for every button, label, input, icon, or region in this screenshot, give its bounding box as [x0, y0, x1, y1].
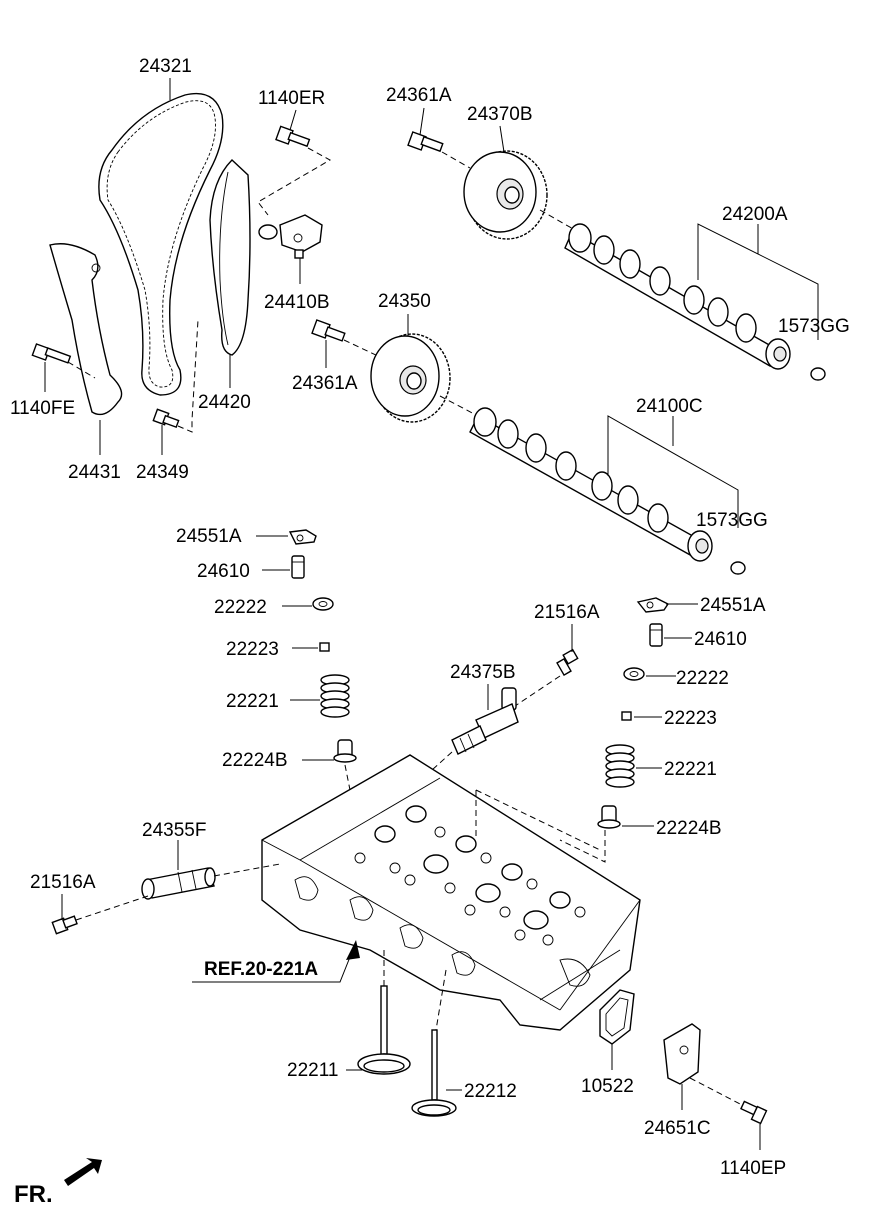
lash-adjuster-24610-left — [291, 555, 305, 579]
ref-label: REF.20-221A — [204, 959, 318, 980]
tensioner-24410B — [258, 214, 323, 259]
bolt-24361A-mid — [311, 319, 346, 342]
gasket-10522 — [599, 989, 635, 1045]
bolt-1140EP — [740, 1100, 768, 1125]
cylinder-head — [261, 754, 641, 1031]
retainer-22222-right — [623, 667, 645, 681]
label-22223-left: 22223 — [226, 639, 279, 660]
label-10522: 10522 — [581, 1076, 634, 1097]
label-24420: 24420 — [198, 392, 251, 413]
label-24431: 24431 — [68, 462, 121, 483]
cover-24651C — [663, 1023, 701, 1085]
oil-control-valve-24355F — [141, 867, 216, 900]
label-24370B: 24370B — [467, 104, 533, 125]
label-1140ER: 1140ER — [258, 88, 325, 109]
label-24610-right: 24610 — [694, 629, 747, 650]
ref-leader — [192, 951, 353, 983]
tensioner-arm-24431 — [49, 243, 123, 416]
lash-adjuster-24610-right — [649, 623, 663, 647]
bolt-24361A-top — [407, 131, 444, 153]
label-24651C: 24651C — [644, 1118, 711, 1139]
label-24350: 24350 — [378, 291, 431, 312]
leader — [439, 395, 479, 417]
leader — [419, 107, 425, 136]
valve-spring-22221-right — [605, 744, 635, 788]
label-22222-left: 22222 — [214, 597, 267, 618]
label-24375B: 24375B — [450, 662, 516, 683]
leader — [475, 789, 601, 851]
label-24361A-mid: 24361A — [292, 373, 358, 394]
label-24200A: 24200A — [722, 204, 788, 225]
intake-valve-22211 — [357, 985, 411, 1075]
label-22222-right: 22222 — [676, 668, 729, 689]
cotter-22223-right — [621, 711, 632, 721]
label-22221-right: 22221 — [664, 759, 717, 780]
valve-seal-22224B-right — [597, 805, 621, 829]
label-21516A-right: 21516A — [534, 602, 600, 623]
label-24355F: 24355F — [142, 820, 206, 841]
rocker-24551A-right — [636, 597, 670, 613]
bolt-1140FE — [31, 343, 72, 364]
label-24321: 24321 — [139, 56, 192, 77]
leader — [559, 830, 606, 863]
leader — [75, 895, 149, 921]
leader — [177, 319, 199, 433]
label-22211: 22211 — [287, 1060, 338, 1081]
label-22224B-left: 22224B — [222, 750, 288, 771]
camshaft-24200A — [564, 223, 791, 370]
leader — [607, 415, 739, 528]
bolt-21516A-right — [556, 648, 579, 677]
plug-1573GG-top — [810, 367, 826, 381]
front-arrow-icon — [64, 1158, 102, 1186]
leader — [499, 125, 505, 153]
bolt-21516A-left — [51, 915, 78, 935]
valve-spring-22221-left — [320, 674, 350, 718]
front-direction-label: FR. — [14, 1181, 53, 1208]
label-1140FE: 1140FE — [10, 398, 75, 419]
label-24349: 24349 — [136, 462, 189, 483]
valve-seal-22224B-left — [333, 739, 357, 763]
label-22221-left: 22221 — [226, 691, 279, 712]
leader — [431, 751, 453, 771]
sprocket-24350 — [370, 333, 451, 423]
cotter-22223-left — [319, 642, 330, 652]
camshaft-24100C — [469, 407, 713, 562]
exhaust-valve-22212 — [411, 1029, 457, 1117]
leader — [257, 147, 332, 216]
label-24551A-right: 24551A — [700, 595, 766, 616]
leader — [67, 361, 96, 379]
label-24551A-left: 24551A — [176, 526, 242, 547]
label-24410B: 24410B — [264, 292, 330, 313]
bolt-24349 — [152, 408, 180, 429]
bolt-1140ER — [275, 125, 311, 148]
label-22223-right: 22223 — [664, 708, 717, 729]
label-24610-left: 24610 — [197, 561, 250, 582]
oil-control-valve-24375B — [451, 687, 519, 755]
chain-guide-24420 — [209, 159, 251, 356]
label-24100C: 24100C — [636, 396, 703, 417]
leader — [213, 863, 281, 877]
leader — [511, 675, 561, 709]
label-22212: 22212 — [464, 1081, 517, 1102]
leader — [539, 209, 576, 231]
retainer-22222-left — [312, 597, 334, 611]
plug-1573GG-mid — [730, 561, 746, 575]
ref-arrow — [346, 940, 360, 960]
rocker-24551A-left — [288, 529, 317, 545]
leader — [435, 969, 447, 1031]
label-1573GG-mid: 1573GG — [696, 510, 768, 531]
leader — [689, 1077, 745, 1107]
leader — [343, 339, 379, 357]
leader — [289, 109, 297, 131]
sprocket-24370B — [463, 150, 548, 240]
label-22224B-right: 22224B — [656, 818, 722, 839]
leader — [441, 151, 471, 169]
label-1573GG-top: 1573GG — [778, 316, 850, 337]
label-1140EP: 1140EP — [720, 1158, 786, 1179]
label-21516A-left: 21516A — [30, 872, 96, 893]
label-24361A-top: 24361A — [386, 85, 452, 106]
timing-chain — [98, 92, 224, 396]
